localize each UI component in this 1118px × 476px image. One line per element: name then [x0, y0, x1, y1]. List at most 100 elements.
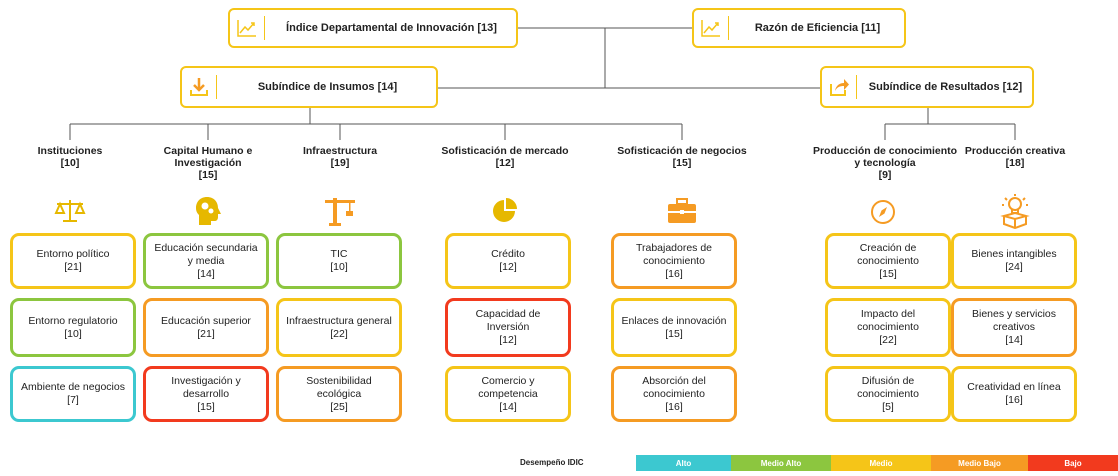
sub-pillar-label: Sostenibilidad ecológica: [306, 374, 372, 400]
inputs-subindex-box: Subíndice de Insumos [14]: [180, 66, 438, 108]
sub-pillar-box: Crédito[12]: [445, 233, 571, 289]
sub-pillar-rank: [21]: [197, 327, 215, 340]
scales-icon: [52, 198, 88, 224]
pillar-rank: [15]: [672, 157, 692, 169]
sub-pillar-box: Difusión de conocimiento[5]: [825, 366, 951, 422]
idic-box: Índice Departamental de Innovación [13]: [228, 8, 518, 48]
sub-pillar-rank: [16]: [665, 400, 683, 413]
sub-pillar-box: Educación secundaria y media[14]: [143, 233, 269, 289]
sub-pillar-rank: [24]: [1005, 261, 1023, 273]
sub-pillar-rank: [15]: [665, 327, 683, 340]
efficiency-title: Razón de Eficiencia [11]: [754, 22, 881, 34]
sub-pillar-rank: [21]: [64, 261, 82, 273]
sub-pillar-box: Entorno regulatorio[10]: [10, 298, 136, 357]
sub-pillar-box: Educación superior[21]: [143, 298, 269, 357]
sub-pillar-box: Comercio y competencia[14]: [445, 366, 571, 422]
pillar-infraestructura-title: Infraestructura [19]: [280, 145, 400, 169]
legend-item-alto: Alto: [636, 455, 731, 471]
pillar-name: Producción creativa: [964, 145, 1066, 157]
briefcase-icon: [664, 197, 700, 225]
sub-pillar-rank: [22]: [330, 327, 348, 340]
legend-title: Desempeño IDIC: [520, 458, 584, 467]
sub-pillar-label: Difusión de conocimiento: [857, 374, 919, 400]
sub-pillar-rank: [14]: [499, 400, 517, 413]
pillar-rank: [10]: [60, 157, 80, 169]
sub-pillar-box: Trabajadores de conocimiento[16]: [611, 233, 737, 289]
sub-pillar-label: Absorción del conocimiento: [642, 374, 706, 400]
trend-chart-icon: [230, 18, 264, 38]
sub-pillar-rank: [10]: [330, 261, 348, 273]
sub-pillar-label: Educación superior: [161, 314, 251, 327]
sub-pillar-rank: [10]: [64, 327, 82, 340]
sub-pillar-box: Sostenibilidad ecológica[25]: [276, 366, 402, 422]
pie-chart-icon: [487, 196, 523, 226]
crane-icon: [322, 195, 358, 227]
compass-icon: [865, 198, 901, 226]
pillar-name: Capital Humano e Investigación: [163, 145, 253, 169]
sub-pillar-label: Ambiente de negocios: [21, 381, 125, 393]
sub-pillar-label: Creatividad en línea: [967, 381, 1061, 393]
pillar-name: Sofisticación de negocios: [617, 145, 747, 157]
pillar-rank: [9]: [878, 169, 892, 181]
sub-pillar-box: Bienes intangibles[24]: [951, 233, 1077, 289]
pillar-name: Producción de conocimiento y tecnología: [812, 145, 958, 169]
outputs-subindex-title: Subíndice de Resultados [12]: [868, 81, 1023, 93]
pillar-sofisticacion-mercado-title: Sofisticación de mercado [12]: [430, 145, 580, 169]
sub-pillar-box: Investigación y desarrollo[15]: [143, 366, 269, 422]
sub-pillar-label: Entorno regulatorio: [28, 314, 118, 327]
pillar-name: Instituciones: [37, 145, 103, 157]
sub-pillar-label: Educación secundaria y media: [154, 241, 258, 267]
sub-pillar-label: Infraestructura general: [286, 314, 392, 327]
sub-pillar-label: Enlaces de innovación: [621, 314, 727, 327]
pillar-name: Sofisticación de mercado: [441, 145, 569, 157]
sub-pillar-rank: [16]: [1005, 394, 1023, 406]
legend-item-medio: Medio: [831, 455, 931, 471]
sub-pillar-box: Absorción del conocimiento[16]: [611, 366, 737, 422]
sub-pillar-box: Capacidad de Inversión[12]: [445, 298, 571, 357]
sub-pillar-label: TIC: [330, 248, 348, 260]
idic-title: Índice Departamental de Innovación [13]: [286, 22, 497, 34]
sub-pillar-box: Bienes y servicios creativos[14]: [951, 298, 1077, 357]
pillar-instituciones-title: Instituciones [10]: [20, 145, 120, 169]
sub-pillar-label: Bienes y servicios creativos: [971, 308, 1057, 333]
sub-pillar-box: Creación de conocimiento[15]: [825, 233, 951, 289]
sub-pillar-label: Investigación y desarrollo: [171, 374, 241, 400]
sub-pillar-rank: [14]: [1005, 334, 1023, 346]
sub-pillar-label: Impacto del conocimiento: [857, 308, 919, 333]
sub-pillar-label: Bienes intangibles: [971, 248, 1057, 260]
pillar-rank: [18]: [1005, 157, 1025, 169]
sub-pillar-box: Impacto del conocimiento[22]: [825, 298, 951, 357]
share-arrow-icon: [822, 76, 856, 98]
sub-pillar-rank: [15]: [879, 267, 897, 280]
sub-pillar-box: Creatividad en línea[16]: [951, 366, 1077, 422]
sub-pillar-rank: [15]: [197, 400, 215, 413]
head-gears-icon: [190, 195, 226, 227]
pillar-rank: [15]: [198, 169, 218, 181]
pillar-rank: [12]: [495, 157, 515, 169]
pillar-produccion-conocimiento-title: Producción de conocimiento y tecnología …: [810, 145, 960, 181]
sub-pillar-box: Ambiente de negocios[7]: [10, 366, 136, 422]
pillar-capital-humano-title: Capital Humano e Investigación [15]: [143, 145, 273, 181]
sub-pillar-label: Capacidad de Inversión: [475, 308, 541, 333]
sub-pillar-label: Creación de conocimiento: [857, 241, 919, 267]
sub-pillar-rank: [12]: [499, 334, 517, 346]
download-icon: [182, 76, 216, 98]
sub-pillar-rank: [7]: [67, 394, 79, 406]
sub-pillar-rank: [25]: [330, 400, 348, 413]
sub-pillar-rank: [14]: [197, 267, 215, 280]
legend-item-medio-alto: Medio Alto: [731, 455, 831, 471]
pillar-rank: [19]: [330, 157, 350, 169]
inputs-subindex-title: Subíndice de Insumos [14]: [257, 81, 398, 93]
trend-chart-icon: [694, 18, 728, 38]
sub-pillar-box: TIC[10]: [276, 233, 402, 289]
sub-pillar-box: Infraestructura general[22]: [276, 298, 402, 357]
sub-pillar-label: Entorno político: [36, 248, 110, 260]
sub-pillar-rank: [22]: [879, 334, 897, 346]
sub-pillar-box: Entorno político[21]: [10, 233, 136, 289]
legend-item-bajo: Bajo: [1028, 455, 1118, 471]
sub-pillar-label: Trabajadores de conocimiento: [635, 241, 713, 267]
legend-item-medio-bajo: Medio Bajo: [931, 455, 1028, 471]
sub-pillar-label: Crédito: [491, 248, 525, 260]
pillar-produccion-creativa-title: Producción creativa [18]: [955, 145, 1075, 169]
